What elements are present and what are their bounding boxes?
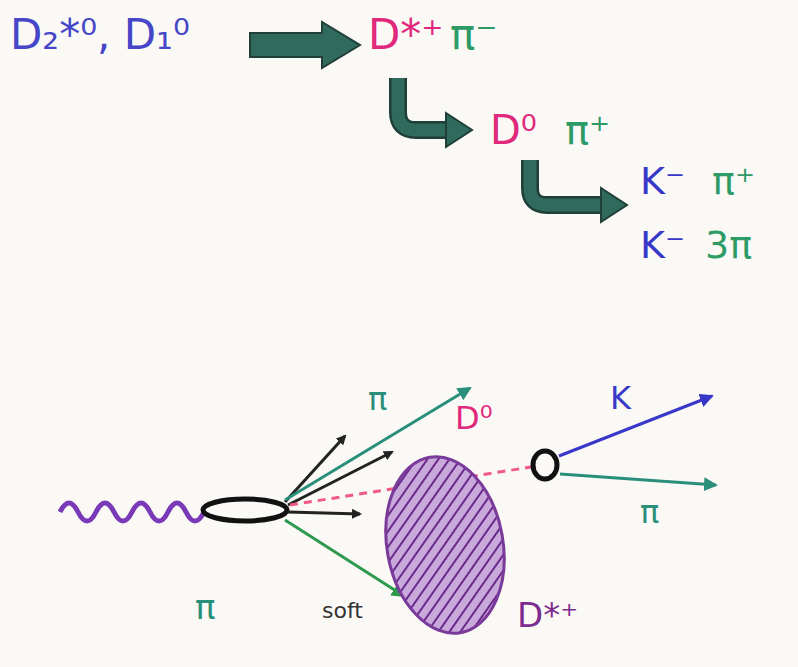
particle-label: K — [610, 382, 631, 414]
hatched-ellipse — [383, 452, 507, 638]
curved-arrow — [530, 160, 627, 222]
particle-label: D₂*⁰, D₁⁰ — [10, 14, 190, 56]
particle-label: 3π — [705, 226, 752, 264]
pion-track — [560, 474, 716, 485]
particle-label: π⁺ — [712, 162, 755, 200]
curved-arrow — [398, 78, 472, 147]
block-arrow — [250, 22, 360, 68]
track — [288, 452, 392, 505]
decay-vertex — [533, 451, 557, 479]
kaon-track — [559, 396, 712, 456]
particle-label: D*⁺ — [368, 14, 444, 56]
photon-line — [60, 503, 204, 521]
resonance-blob: D*⁺ — [383, 452, 507, 638]
track — [288, 512, 360, 514]
particle-label: π — [640, 496, 659, 528]
particle-name: D*⁺ — [517, 598, 578, 632]
particle-label: π⁺ — [565, 110, 610, 150]
particle-label: D⁰ — [455, 402, 492, 434]
particle-label: π⁻ — [450, 14, 497, 56]
vertex-ellipse — [203, 499, 287, 521]
particle-label: π — [368, 383, 387, 415]
particle-label: soft — [322, 600, 363, 622]
particle-label: K⁻ — [640, 162, 685, 200]
particle-label: D⁰ — [490, 110, 537, 150]
particle-label: π — [195, 590, 215, 624]
particle-label: K⁻ — [640, 226, 685, 264]
